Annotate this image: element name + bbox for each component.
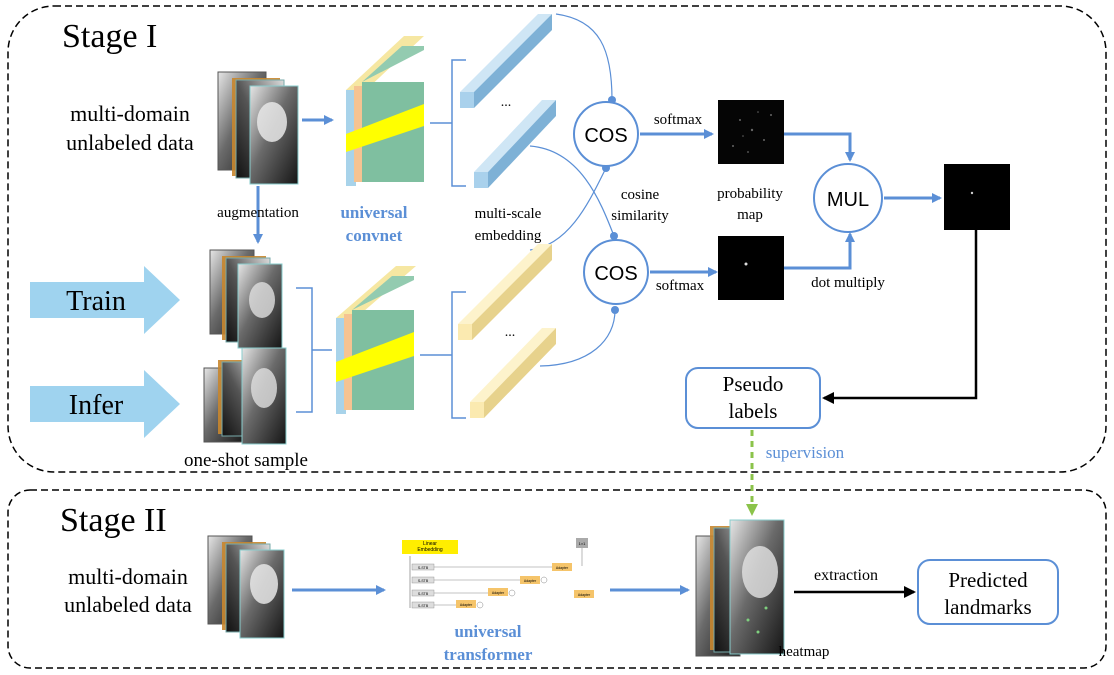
stage2-input-stack bbox=[207, 535, 285, 639]
svg-text:Adapter: Adapter bbox=[578, 593, 591, 597]
predicted-label-1: Predicted bbox=[948, 568, 1028, 592]
softmax-label-top: softmax bbox=[654, 112, 703, 128]
predicted-landmarks-box bbox=[917, 559, 1059, 625]
map-top-to-mul-arrow bbox=[784, 132, 855, 162]
cos-bottom-label: COS bbox=[594, 263, 637, 285]
embedding-yellow-1 bbox=[458, 244, 552, 340]
svg-text:Adapter: Adapter bbox=[460, 603, 473, 607]
cos-node-bottom bbox=[583, 239, 649, 305]
stage2-input-label-1: multi-domain bbox=[68, 564, 188, 589]
extraction-label: extraction bbox=[814, 567, 878, 584]
svg-text:1×1: 1×1 bbox=[579, 541, 587, 546]
convnet-top bbox=[346, 36, 424, 186]
cos-top-label: COS bbox=[584, 125, 627, 147]
cosine-label-2: similarity bbox=[611, 208, 669, 224]
predicted-label-2: landmarks bbox=[944, 595, 1031, 619]
cosine-label-1: cosine bbox=[621, 187, 660, 203]
stage1-input-label-2: unlabeled data bbox=[66, 130, 194, 155]
stage2-title: Stage II bbox=[60, 502, 167, 539]
mul-node bbox=[813, 163, 883, 233]
universal-transformer-diagram: Linear Embedding S-STB S-STB S-STB S-STB… bbox=[402, 538, 594, 609]
svg-text:Adapter: Adapter bbox=[492, 591, 505, 595]
embedding-ellipsis-bottom: ... bbox=[505, 325, 516, 340]
svg-text:Adapter: Adapter bbox=[524, 579, 537, 583]
svg-text:S-STB: S-STB bbox=[418, 592, 429, 596]
result-to-pseudo-arrow bbox=[822, 230, 978, 404]
result-map bbox=[944, 164, 1010, 230]
stage1-input-label-1: multi-domain bbox=[70, 101, 190, 126]
convnet-bottom bbox=[336, 266, 416, 414]
stage1-title: Stage I bbox=[62, 18, 157, 55]
svg-text:S-STB: S-STB bbox=[418, 566, 429, 570]
svg-text:Linear: Linear bbox=[423, 541, 437, 547]
embedding-ellipsis-top: ... bbox=[501, 95, 512, 110]
supervision-label: supervision bbox=[766, 443, 845, 462]
probability-label-2: map bbox=[737, 207, 763, 223]
pseudo-labels-box bbox=[685, 367, 821, 429]
bracket-top bbox=[451, 59, 466, 187]
transformer-label-2: transformer bbox=[444, 645, 533, 664]
cos-node-top bbox=[573, 101, 639, 167]
stage1-frame bbox=[7, 5, 1107, 473]
stage2-frame bbox=[7, 489, 1107, 669]
infer-label: Infer bbox=[69, 390, 124, 421]
train-arrow bbox=[30, 266, 180, 334]
probability-map-bottom bbox=[718, 236, 784, 300]
stage1-input-stack bbox=[217, 71, 299, 185]
convnet-label-2: convnet bbox=[346, 226, 403, 245]
map-bottom-to-mul-arrow bbox=[784, 232, 855, 270]
heatmap-label: heatmap bbox=[779, 644, 830, 660]
train-label: Train bbox=[66, 286, 126, 317]
pseudo-label-2: labels bbox=[729, 399, 778, 423]
svg-text:Embedding: Embedding bbox=[417, 547, 443, 553]
svg-text:S-STB: S-STB bbox=[418, 604, 429, 608]
stage2-input-label-2: unlabeled data bbox=[64, 592, 192, 617]
dot-multiply-label: dot multiply bbox=[811, 275, 885, 291]
probability-label-1: probability bbox=[717, 186, 783, 202]
augmentation-label: augmentation bbox=[217, 205, 299, 221]
embedding-yellow-2 bbox=[470, 328, 556, 418]
heatmap-stack bbox=[695, 519, 785, 657]
transformer-label-1: universal bbox=[454, 622, 521, 641]
svg-text:Adapter: Adapter bbox=[556, 566, 569, 570]
infer-arrow bbox=[30, 370, 180, 438]
embedding-blue-1 bbox=[460, 14, 552, 108]
convnet-label-1: universal bbox=[340, 203, 407, 222]
pseudo-label-1: Pseudo bbox=[723, 372, 784, 396]
mul-label: MUL bbox=[827, 189, 869, 211]
softmax-label-bottom: softmax bbox=[656, 278, 705, 294]
embedding-label-1: multi-scale bbox=[475, 206, 542, 222]
augmented-stack bbox=[209, 249, 283, 349]
embedding-label-2: embedding bbox=[475, 228, 542, 244]
svg-text:S-STB: S-STB bbox=[418, 579, 429, 583]
probability-map-top bbox=[718, 100, 784, 164]
one-shot-label: one-shot sample bbox=[184, 450, 308, 471]
one-shot-stack bbox=[203, 347, 287, 445]
bracket-bottom bbox=[451, 291, 466, 419]
bracket-inputs bbox=[296, 287, 313, 413]
embedding-blue-2 bbox=[474, 100, 556, 188]
